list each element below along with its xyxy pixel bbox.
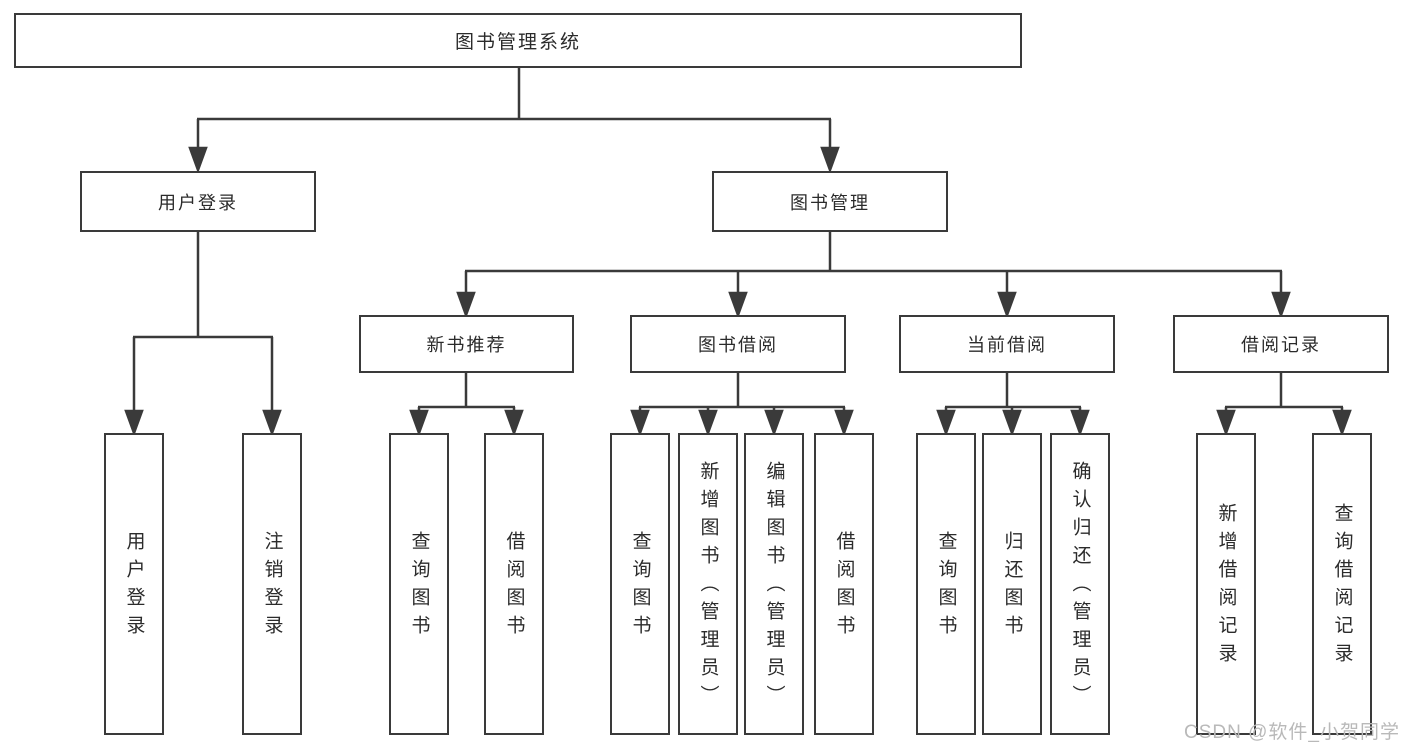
- node-leaf-edit-book-admin: 编辑图书（管理员）: [744, 433, 804, 735]
- node-current-borrowing: 当前借阅: [899, 315, 1115, 373]
- csdn-watermark: CSDN @软件_小贺同学: [1184, 722, 1400, 743]
- node-leaf-query-books-1: 查询图书: [389, 433, 449, 735]
- node-leaf-query-books-2: 查询图书: [610, 433, 670, 735]
- node-leaf-logout: 注销登录: [242, 433, 302, 735]
- node-leaf-query-books-3: 查询图书: [916, 433, 976, 735]
- node-library-management-system: 图书管理系统: [14, 13, 1022, 68]
- node-leaf-borrow-books-1: 借阅图书: [484, 433, 544, 735]
- node-leaf-add-book-admin: 新增图书（管理员）: [678, 433, 738, 735]
- node-book-management-branch: 图书管理: [712, 171, 948, 232]
- node-leaf-user-login: 用户登录: [104, 433, 164, 735]
- node-book-borrowing: 图书借阅: [630, 315, 846, 373]
- node-leaf-confirm-return-admin: 确认归还（管理员）: [1050, 433, 1110, 735]
- node-user-login-branch: 用户登录: [80, 171, 316, 232]
- node-leaf-return-book: 归还图书: [982, 433, 1042, 735]
- connector-group: [124, 68, 1352, 437]
- node-new-book-recommend: 新书推荐: [359, 315, 574, 373]
- node-leaf-add-borrow-record: 新增借阅记录: [1196, 433, 1256, 735]
- node-leaf-query-borrow-record: 查询借阅记录: [1312, 433, 1372, 735]
- node-borrowing-records: 借阅记录: [1173, 315, 1389, 373]
- node-leaf-borrow-books-2: 借阅图书: [814, 433, 874, 735]
